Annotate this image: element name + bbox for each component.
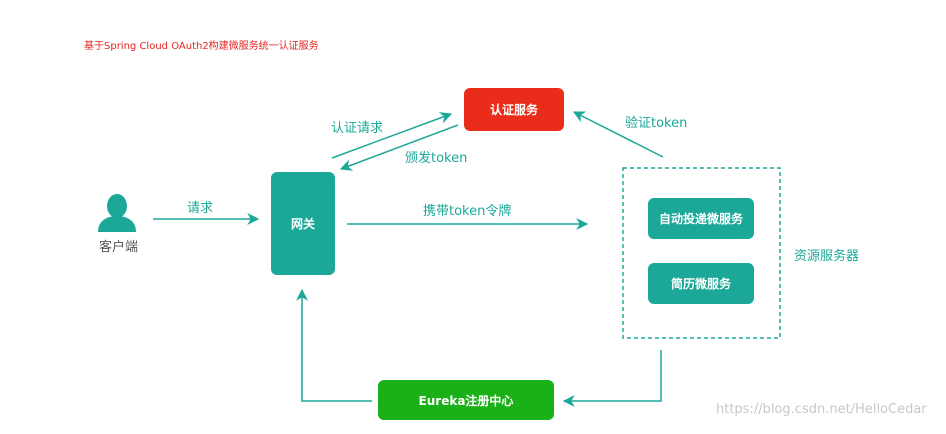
arrow-gateway-to-auth [331, 112, 453, 159]
edge-label-auth-request: 认证请求 [331, 121, 384, 136]
eureka-registry-node: Eureka注册中心 [378, 380, 554, 420]
watermark: https://blog.csdn.net/HelloCedar [716, 402, 927, 417]
diagram-title: 基于Spring Cloud OAuth2构建微服务统一认证服务 [84, 41, 319, 52]
edge-label-request: 请求 [187, 201, 214, 216]
edge-label-issue-token: 颁发token [405, 151, 468, 166]
auto-delivery-service-node: 自动投递微服务 [648, 198, 754, 239]
resume-service-node: 简历微服务 [648, 263, 754, 304]
client-person-icon [98, 194, 136, 232]
edge-label-verify-token: 验证token [625, 116, 688, 131]
arrow-auth-to-gateway [339, 124, 459, 171]
edge-label-carry-token: 携带token令牌 [423, 204, 512, 219]
arrow-resource-to-auth [572, 111, 664, 158]
client-label: 客户端 [99, 240, 139, 255]
auth-service-node: 认证服务 [464, 88, 564, 131]
resource-server-boundary [622, 167, 781, 339]
arrow-resource-to-eureka [562, 350, 662, 407]
gateway-node: 网关 [271, 172, 335, 275]
resource-server-label: 资源服务器 [794, 249, 860, 264]
arrow-eureka-to-gateway [296, 288, 372, 402]
